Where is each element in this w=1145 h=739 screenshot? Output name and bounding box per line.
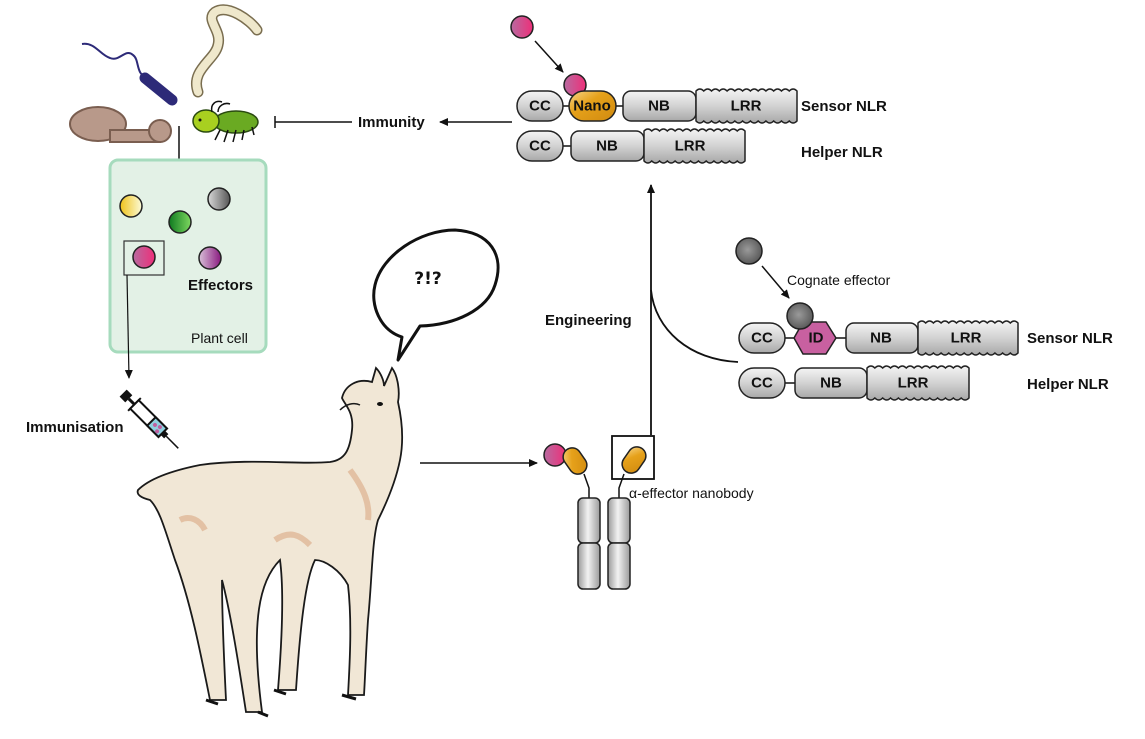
helper-lrr-label: LRR <box>675 138 706 155</box>
id-helper-cc-label: CC <box>751 375 773 392</box>
helper-cc-domain <box>516 130 564 162</box>
selected-effector-box <box>123 240 165 276</box>
effector-pink <box>132 245 156 269</box>
effector-to-syringe-arrow <box>124 274 133 379</box>
helper-lrr-domain <box>643 128 746 164</box>
speech-bubble-text: ?!? <box>414 269 441 289</box>
cognate-effector-label: Cognate effector <box>787 272 891 288</box>
free-effector-top <box>510 15 534 39</box>
nanobody-left <box>562 447 588 475</box>
heavy-chain-antibody <box>543 435 655 590</box>
sensor-lrr-domain <box>695 88 798 124</box>
sensor-nlr-label-right: Sensor NLR <box>1027 330 1113 347</box>
fungus-icon <box>69 106 172 143</box>
effectors-label: Effectors <box>188 277 253 294</box>
sensor-lrr-label: LRR <box>731 98 762 115</box>
free-cognate-effector <box>735 237 763 265</box>
binding-arrow-top <box>534 40 564 73</box>
id-helper-cc-domain <box>738 367 786 399</box>
id-sensor-cc-label: CC <box>751 330 773 347</box>
nano-domain <box>568 90 617 122</box>
plant-cell: Effectors Plant cell <box>108 158 268 354</box>
sensor-cc-domain <box>516 90 564 122</box>
nano-domain-label: Nano <box>573 98 611 115</box>
immunity-label: Immunity <box>358 114 425 131</box>
id-sensor-cc-domain <box>738 322 786 354</box>
id-sensor-lrr-label: LRR <box>951 330 982 347</box>
helper-nb-label: NB <box>596 138 618 155</box>
nanobody-label: α-effector nanobody <box>629 485 754 501</box>
bound-cognate-effector <box>786 302 814 330</box>
helper-cc-label: CC <box>529 138 551 155</box>
aphid-icon <box>192 100 259 143</box>
speech-bubble: ?!? <box>372 228 500 362</box>
sensor-cc-label: CC <box>529 98 551 115</box>
llama-illustration <box>136 366 404 718</box>
id-sensor-lrr-domain <box>917 320 1019 356</box>
id-helper-lrr-label: LRR <box>898 375 929 392</box>
id-helper-lrr-domain <box>866 365 970 401</box>
nano-nlr-pair: CC Nano NB LRR Sensor NLR CC NB LRR Help… <box>510 15 887 164</box>
engineering-merge-curve <box>650 289 739 363</box>
immunisation-label: Immunisation <box>26 419 124 436</box>
id-nlr-pair: Cognate effector CC ID NB LRR Sensor NLR… <box>735 237 1113 401</box>
sensor-nb-label: NB <box>648 98 670 115</box>
id-sensor-nb-label: NB <box>870 330 892 347</box>
id-domain-label: ID <box>809 330 824 347</box>
effector-yellow <box>119 194 143 218</box>
engineering-label: Engineering <box>545 312 632 329</box>
id-helper-nb-label: NB <box>820 375 842 392</box>
nanobody-right <box>621 446 647 474</box>
effector-grey <box>207 187 231 211</box>
bacterium-icon <box>81 42 178 106</box>
plant-cell-label: Plant cell <box>191 330 248 346</box>
nanobody-box <box>611 435 655 480</box>
cognate-binding-arrow <box>761 265 790 299</box>
effector-green <box>168 210 192 234</box>
pathogens-group <box>69 4 263 143</box>
sensor-nlr-label-top: Sensor NLR <box>801 98 887 115</box>
helper-nlr-label-right: Helper NLR <box>1027 376 1109 393</box>
helper-nlr-label-top: Helper NLR <box>801 144 883 161</box>
nematode-icon <box>190 4 263 98</box>
syringe-icon <box>119 389 179 449</box>
effector-purple <box>198 246 222 270</box>
